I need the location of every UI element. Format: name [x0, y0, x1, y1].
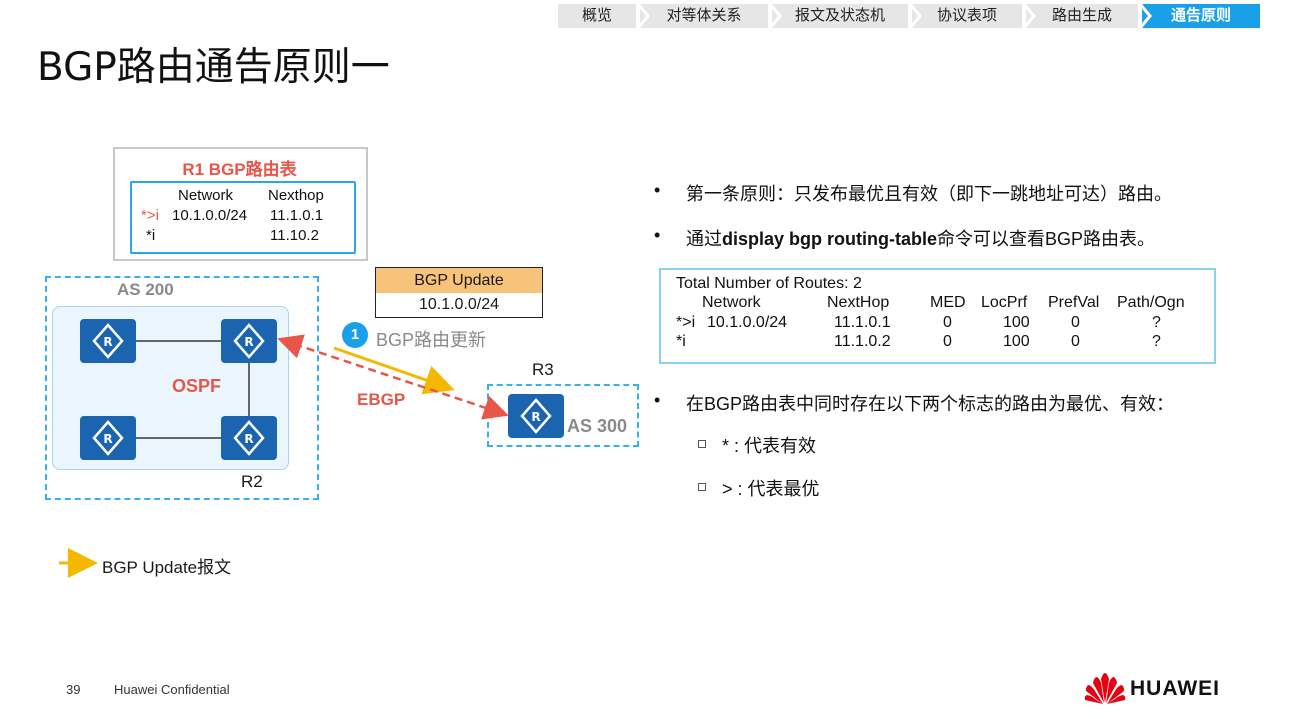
rt-row2-nexthop: 11.10.2 [270, 227, 319, 244]
as200-label: AS 200 [117, 280, 174, 299]
bullet-3: 在BGP路由表中同时存在以下两个标志的路由为最优、有效： [686, 394, 1175, 414]
router-icon: R [92, 323, 124, 359]
bgp-table-total: Total Number of Routes: 2 [676, 275, 862, 292]
page-title: BGP路由通告原则一 [37, 45, 390, 90]
ospf-links [136, 340, 250, 439]
row2-path: ? [1152, 333, 1161, 350]
sub-bullet-2: > : 代表最优 [722, 479, 820, 499]
update-arrow [333, 346, 455, 395]
bullet-2-prefix: 通过 [686, 229, 722, 249]
bullet-1: 第一条原则：只发布最优且有效（即下一跳地址可达）路由。 [686, 184, 1172, 204]
bullet-2-cmd: display bgp routing-table [722, 229, 937, 249]
bgp-update-prefix: 10.1.0.0/24 [375, 293, 543, 318]
rt-row2-flag: *i [146, 227, 156, 244]
router-icon: R [233, 323, 265, 359]
huawei-logo-icon [1084, 673, 1126, 704]
bullet-dot: • [654, 390, 661, 410]
nav-item-messages[interactable]: 报文及状态机 [772, 4, 908, 28]
rt-header-network: Network [178, 187, 234, 204]
router-r2-top[interactable]: R [221, 319, 277, 363]
row1-flag: *>i [676, 314, 696, 331]
arrows [59, 334, 509, 578]
row1-locprf: 100 [1003, 314, 1030, 331]
router-icon: R [92, 420, 124, 456]
legend-label: BGP Update报文 [102, 558, 232, 577]
sub-bullet-1: * : 代表有效 [722, 436, 817, 456]
row1-med: 0 [943, 314, 952, 331]
ospf-label: OSPF [172, 376, 222, 396]
nav-item-route-gen[interactable]: 路由生成 [1026, 4, 1138, 28]
r3-label: R3 [532, 360, 554, 379]
row1-path: ? [1152, 314, 1161, 331]
router-r3[interactable]: R [508, 394, 564, 438]
router-icon: R [520, 398, 552, 434]
confidential-label: Huawei Confidential [114, 682, 230, 697]
rt-row1-flag: *>i [141, 207, 159, 224]
router-icon: R [233, 420, 265, 456]
row2-nexthop: 11.1.0.2 [834, 333, 891, 350]
ebgp-label: EBGP [357, 390, 406, 409]
bullet-2: 通过display bgp routing-table命令可以查看BGP路由表。 [686, 225, 1155, 251]
col-med: MED [930, 294, 966, 311]
route-table-box [113, 147, 368, 261]
rt-row1-network: 10.1.0.0/24 [172, 207, 248, 224]
nav-chevrons [636, 4, 1260, 28]
row2-med: 0 [943, 333, 952, 350]
as300-label: AS 300 [567, 416, 628, 436]
route-table-title: R1 BGP路由表 [182, 160, 297, 179]
breadcrumb-nav: 概览 对等体关系 报文及状态机 协议表项 路由生成 通告原则 [558, 4, 1260, 28]
sub-bullet-marker [698, 483, 706, 491]
sub-bullet-marker [698, 440, 706, 448]
svg-text:R: R [531, 410, 540, 424]
router-bottom-left[interactable]: R [80, 416, 136, 460]
route-table-inner: Network Nexthop *>i 10.1.0.0/24 11.1.0.1… [130, 181, 356, 254]
row1-network: 10.1.0.0/24 [707, 314, 788, 331]
router-r2[interactable]: R [221, 416, 277, 460]
row2-prefval: 0 [1071, 333, 1080, 350]
bullet-dot: • [654, 225, 661, 245]
row1-nexthop: 11.1.0.1 [834, 314, 891, 331]
row2-locprf: 100 [1003, 333, 1030, 350]
router-r1[interactable]: R [80, 319, 136, 363]
r2-label: R2 [241, 472, 263, 491]
svg-text:R: R [103, 335, 112, 349]
col-nexthop: NextHop [827, 294, 890, 311]
row2-flag: *i [676, 333, 686, 350]
col-network: Network [702, 294, 761, 311]
row1-prefval: 0 [1071, 314, 1080, 331]
svg-text:R: R [244, 335, 253, 349]
nav-item-advertise[interactable]: 通告原则 [1142, 4, 1260, 28]
bullet-2-suffix: 命令可以查看BGP路由表。 [937, 229, 1156, 249]
rt-row1-nexthop: 11.1.0.1 [270, 207, 324, 224]
nav-item-tables[interactable]: 协议表项 [912, 4, 1022, 28]
col-prefval: PrefVal [1048, 294, 1100, 311]
bgp-table-box: Total Number of Routes: 2 Network NextHo… [659, 268, 1216, 364]
svg-text:R: R [244, 432, 253, 446]
page-number: 39 [66, 682, 81, 697]
col-path: Path/Ogn [1117, 294, 1185, 311]
col-locprf: LocPrf [981, 294, 1028, 311]
bullet-dot: • [654, 180, 661, 200]
svg-text:R: R [103, 432, 112, 446]
ebgp-link [277, 334, 509, 420]
nav-item-overview[interactable]: 概览 [558, 4, 636, 28]
nav-item-peers[interactable]: 对等体关系 [640, 4, 768, 28]
rt-header-nexthop: Nexthop [268, 187, 324, 204]
brand-name: HUAWEI [1130, 677, 1220, 700]
